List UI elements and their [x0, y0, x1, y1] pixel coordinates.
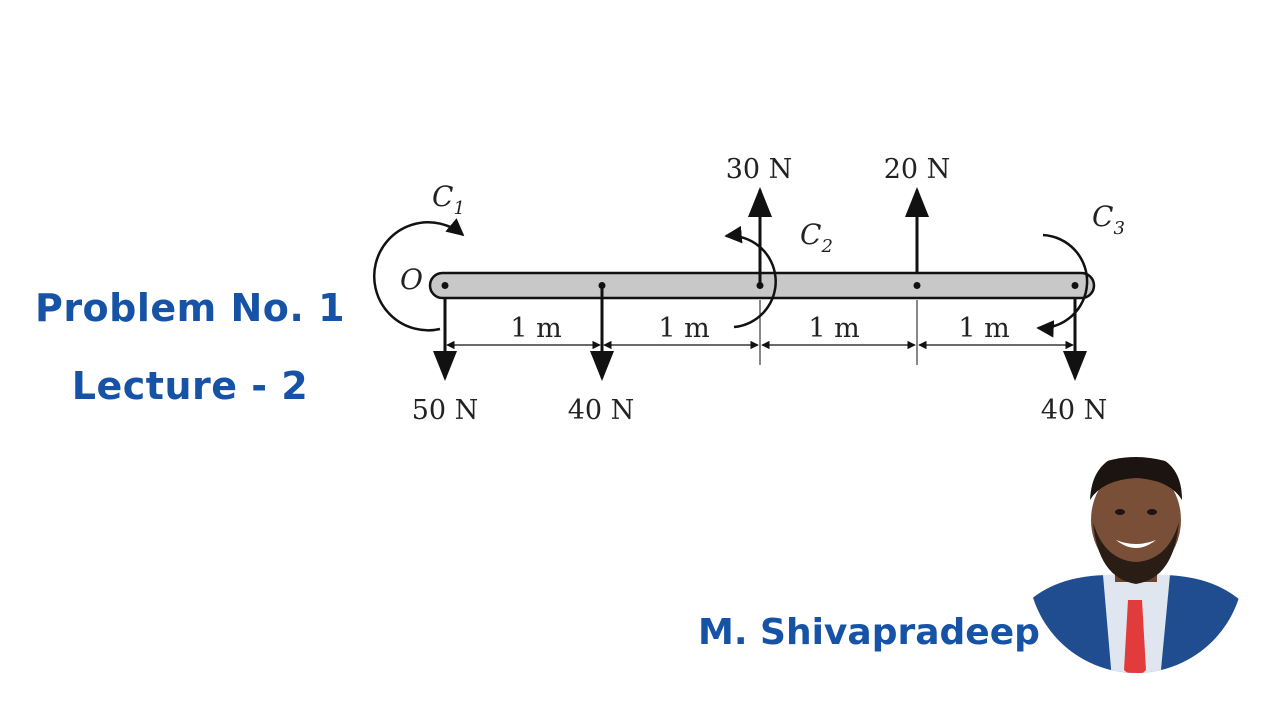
problem-title: Problem No. 1	[34, 286, 346, 330]
span-label-3: 1 m	[808, 313, 859, 344]
point-4	[1071, 282, 1079, 289]
span-label-4: 1 m	[958, 313, 1009, 344]
author-name: M. Shivapradeep	[698, 612, 1040, 653]
force-label-2: 30 N	[726, 154, 793, 185]
couple-c2-arrow	[724, 225, 777, 329]
point-o	[441, 282, 449, 289]
force-label-o: 50 N	[412, 395, 479, 426]
couple-label-c1: C1	[432, 180, 465, 219]
lecture-title: Lecture - 2	[71, 364, 309, 408]
origin-label: O	[400, 263, 423, 296]
force-label-4: 40 N	[1041, 395, 1108, 426]
couple-label-c3: C3	[1092, 200, 1125, 239]
couple-label-c2: C2	[800, 218, 833, 257]
couple-c1-arrow	[372, 218, 465, 332]
span-label-2: 1 m	[658, 313, 709, 344]
force-label-1: 40 N	[568, 395, 635, 426]
point-3	[913, 282, 921, 289]
force-label-3: 20 N	[884, 154, 951, 185]
couple-c3-arrow	[1036, 233, 1089, 338]
span-label-1: 1 m	[510, 313, 561, 344]
point-1	[598, 282, 606, 289]
